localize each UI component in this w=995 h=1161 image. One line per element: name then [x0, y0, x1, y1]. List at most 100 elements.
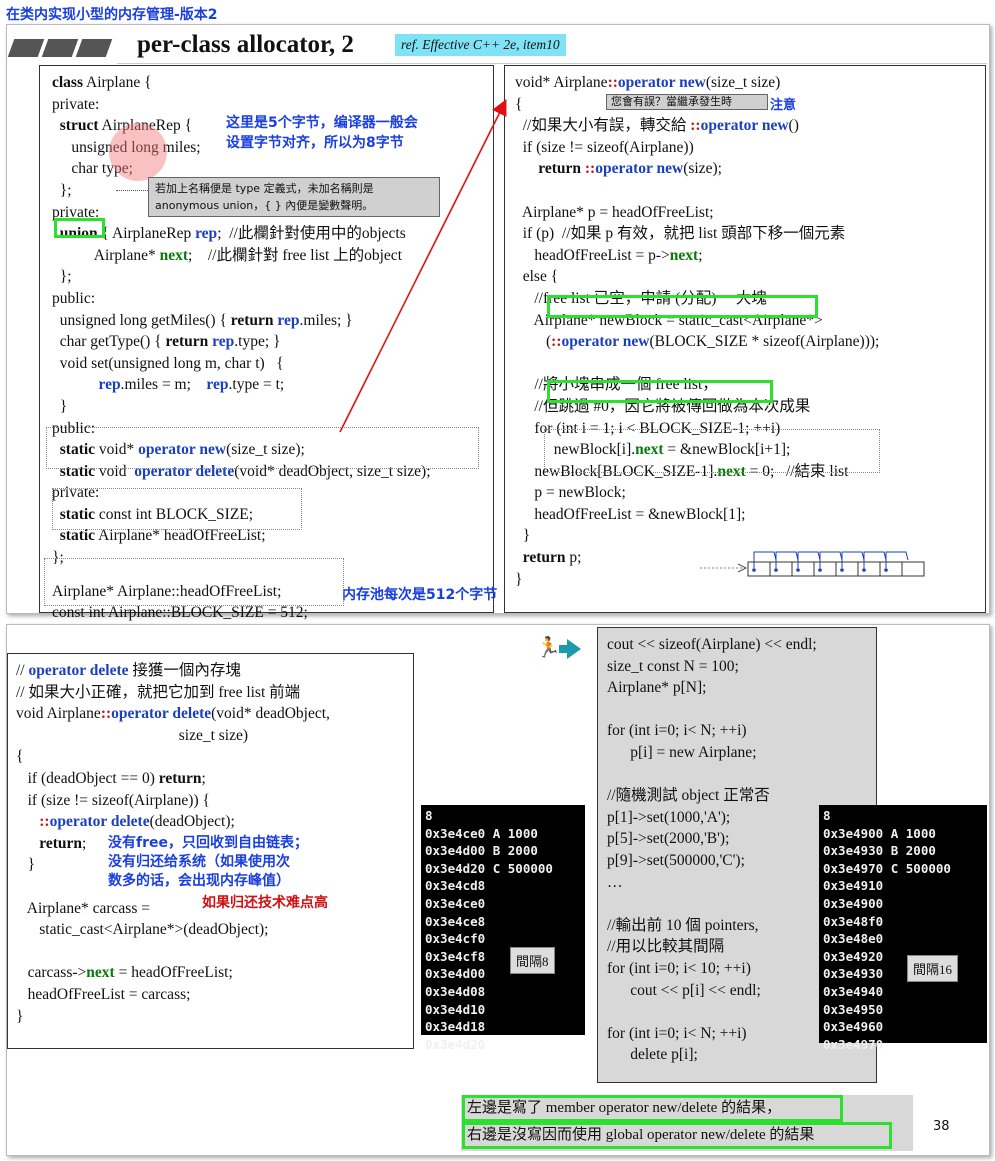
code-line: class Airplane { — [52, 74, 152, 91]
code-line — [515, 180, 879, 202]
free-list-cell — [769, 561, 793, 577]
code-line: void* Airplane::operator new(size_t size… — [515, 74, 781, 91]
code-line: //用以比較其間隔 — [607, 938, 725, 956]
code-line: if (size != sizeof(Airplane)) { — [16, 791, 210, 809]
code-line: … — [607, 873, 623, 891]
code-line: { — [515, 95, 523, 113]
code-line: private: — [52, 95, 100, 113]
code-line: (::operator new(BLOCK_SIZE * sizeof(Airp… — [515, 333, 880, 351]
test-code: cout << sizeof(Airplane) << endl; size_t … — [607, 634, 817, 1066]
terminal-line: 0x3e4970 C 500000 — [823, 860, 951, 876]
code-line: headOfFreeList = carcass; — [16, 985, 191, 1003]
caption-right: 右邊是沒寫因而使用 global operator new/delete 的結果 — [462, 1122, 892, 1149]
free-list-pointer — [862, 568, 866, 572]
code-line: cout << sizeof(Airplane) << endl; — [607, 636, 817, 653]
free-list-link — [797, 551, 821, 568]
code-line: if (p) //如果 p 有效，就把 list 頭部下移一個元素 — [515, 225, 846, 243]
code-line: } — [515, 527, 531, 545]
no-free-note: 没有free，只回收到自由链表； 没有归还给系统（如果使用次 数多的话，会出现内… — [108, 835, 308, 889]
code-line: Airplane* carcass = — [16, 899, 150, 917]
page-title: 在类内实现小型的内存管理-版本2 — [6, 7, 218, 23]
operator-new-panel: void* Airplane::operator new(size_t size… — [504, 65, 986, 613]
free-list-cell — [747, 561, 771, 577]
free-list-link — [885, 551, 909, 568]
terminal-line: 0x3e4960 — [823, 1019, 884, 1035]
terminal-line: 0x3e4cf0 — [425, 931, 486, 947]
free-list-cell — [901, 561, 925, 577]
code-line: char getType() { return rep.type; } — [52, 333, 281, 351]
code-line: } — [16, 856, 36, 874]
static-members-box — [52, 488, 302, 530]
terminal-line: 8 — [823, 808, 831, 823]
operator-decls-box — [46, 427, 479, 469]
slide-heading: per-class allocator, 2 — [137, 31, 354, 58]
terminal-line: 0x3e4930 B 2000 — [823, 843, 936, 859]
code-line: p[1]->set(1000,'A'); — [607, 808, 731, 826]
code-line: p[i] = new Airplane; — [607, 743, 757, 761]
terminal-line: 0x3e48e0 — [823, 931, 884, 947]
terminal-line: 0x3e4cf8 — [425, 948, 486, 964]
terminal-line: 0x3e4d00 B 2000 — [425, 843, 538, 859]
struct-size-note: 这里是5个字节，编译器一般会 设置字节对齐，所以为8字节 — [226, 115, 418, 151]
code-line: // operator delete 接獲一個內存塊 — [16, 662, 241, 679]
gap-label-left: 間隔8 — [510, 947, 555, 974]
code-line: return ::operator new(size); — [538, 160, 722, 178]
code-line: static void operator delete(void* deadOb… — [59, 462, 431, 480]
free-list-cell — [791, 561, 815, 577]
code-line: static const int BLOCK_SIZE; — [59, 505, 254, 523]
header-rule — [117, 63, 987, 64]
definition-line: const int Airplane::BLOCK_SIZE = 512; — [52, 604, 308, 622]
code-line: }; — [52, 268, 72, 286]
code-line: for (int i=0; i< N; ++i) — [607, 722, 747, 740]
code-line: union { AirplaneRep rep; //此欄針對使用中的objec… — [59, 225, 406, 243]
code-line: struct AirplaneRep { — [59, 117, 193, 135]
code-line: char type; — [52, 160, 133, 178]
gap-label-right: 間隔16 — [907, 955, 959, 982]
code-line: headOfFreeList = &newBlock[1]; — [515, 505, 746, 523]
chain-free-list-highlight — [547, 380, 773, 403]
code-line: //輸出前 10 個 pointers, — [607, 916, 759, 934]
free-list-link — [841, 551, 865, 568]
terminal-line: 0x3e4d08 — [425, 983, 486, 999]
code-line — [607, 893, 817, 915]
code-line: ::operator delete(deadObject); — [39, 813, 235, 831]
union-highlight — [54, 218, 105, 238]
code-line: void set(unsigned long m, char t) { — [52, 354, 284, 372]
code-line — [607, 764, 817, 786]
code-line: p[9]->set(500000,'C'); — [607, 851, 745, 869]
code-line: headOfFreeList = p->next; — [515, 246, 703, 264]
code-line: static Airplane* headOfFreeList; — [59, 527, 266, 545]
code-line: private: — [52, 203, 100, 221]
code-line: size_t const N = 100; — [607, 657, 739, 675]
code-line: rep.miles = m; rep.type = t; — [98, 376, 285, 394]
code-line: return p; — [522, 549, 582, 567]
operator-delete-panel: // operator delete 接獲一個內存塊// 如果大小正確，就把它加… — [7, 653, 414, 1049]
terminal-line: 8 — [425, 808, 433, 823]
code-line — [515, 353, 879, 375]
slide-2: // operator delete 接獲一個內存塊// 如果大小正確，就把它加… — [6, 624, 990, 1156]
free-list-pointer — [840, 568, 844, 572]
code-line: unsigned long miles; — [52, 138, 201, 156]
free-list-empty-highlight — [547, 295, 818, 318]
terminal-line: 0x3e4920 — [823, 948, 884, 964]
code-line: }; — [52, 181, 72, 199]
code-line: void Airplane::operator delete(void* dea… — [16, 705, 330, 723]
free-list-cell — [835, 561, 859, 577]
terminal-line: 0x3e4950 — [823, 1001, 884, 1017]
code-line: Airplane* p[N]; — [607, 679, 707, 697]
code-line — [607, 1001, 817, 1023]
code-line: carcass->next = headOfFreeList; — [16, 964, 233, 982]
terminal-line: 0x3e4ce8 — [425, 913, 486, 929]
code-line: Airplane* p = headOfFreeList; — [515, 203, 714, 221]
runner-icon: 🏃 — [536, 637, 561, 659]
code-line: if (deadObject == 0) return; — [16, 769, 206, 787]
code-line: } — [52, 397, 68, 415]
code-line: unsigned long getMiles() { return rep.mi… — [52, 311, 353, 329]
pool-size-note: 内存池每次是512个字节 — [342, 587, 498, 603]
attention-note: 注意 — [770, 98, 797, 113]
free-list-link — [775, 551, 799, 568]
free-list-cell — [813, 561, 837, 577]
code-line: for (int i = 1; i < BLOCK_SIZE-1; ++i) — [515, 419, 781, 437]
free-list-cell — [879, 561, 903, 577]
